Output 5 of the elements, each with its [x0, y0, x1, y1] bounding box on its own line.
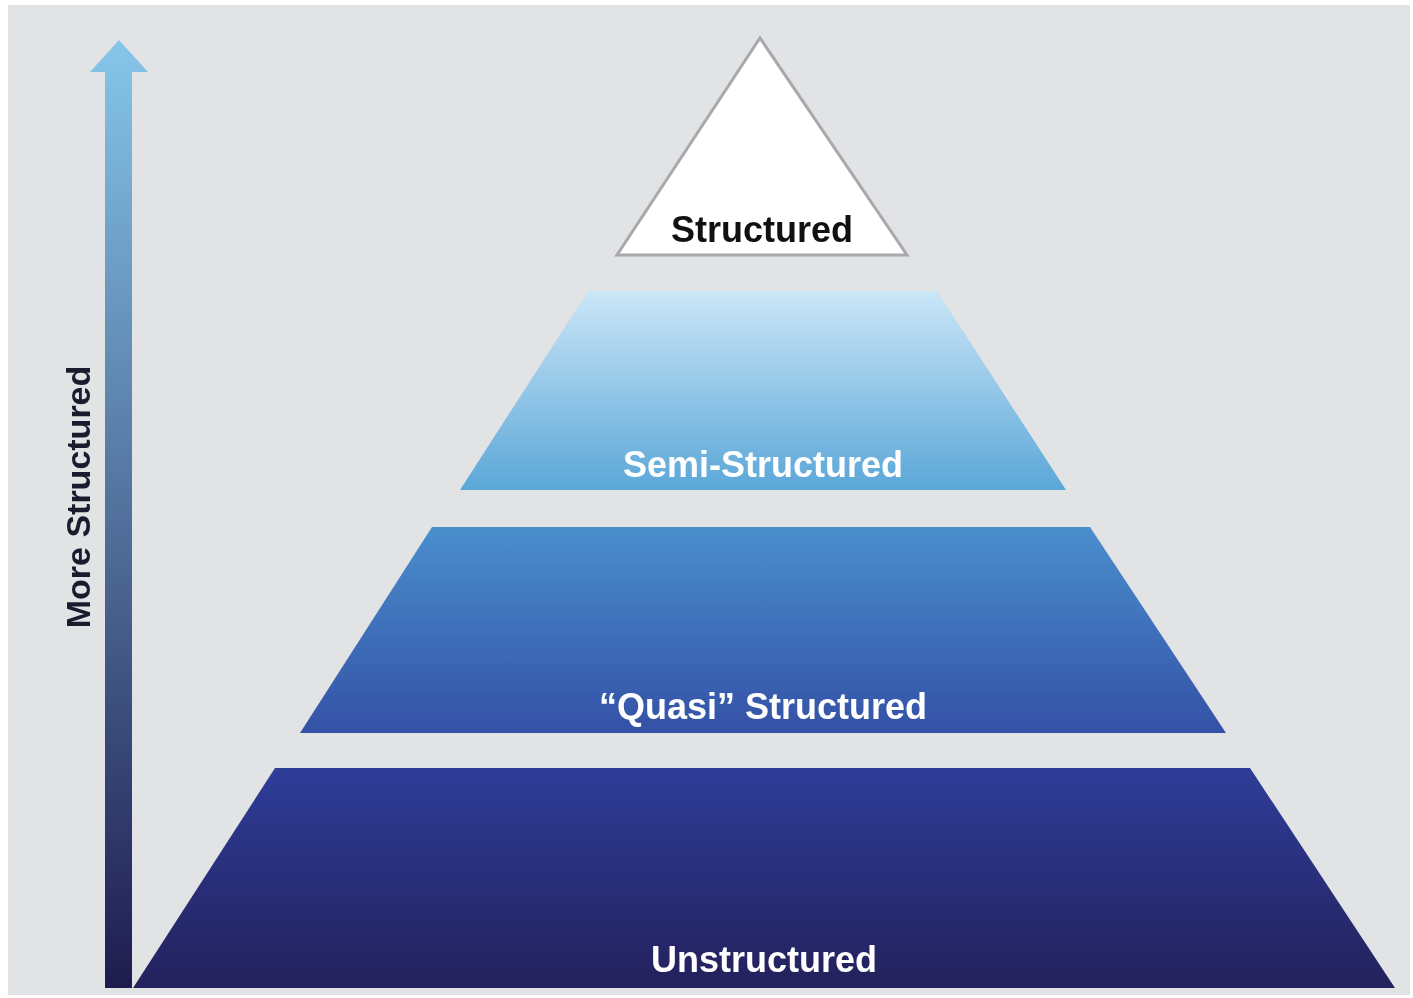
tier-label: “Quasi” Structured — [598, 686, 928, 727]
axis-label: More Structured — [60, 365, 95, 629]
tier-label: Unstructured — [651, 939, 877, 980]
tier-label: Semi-Structured — [622, 444, 904, 485]
tier-label: Structured — [671, 209, 853, 250]
